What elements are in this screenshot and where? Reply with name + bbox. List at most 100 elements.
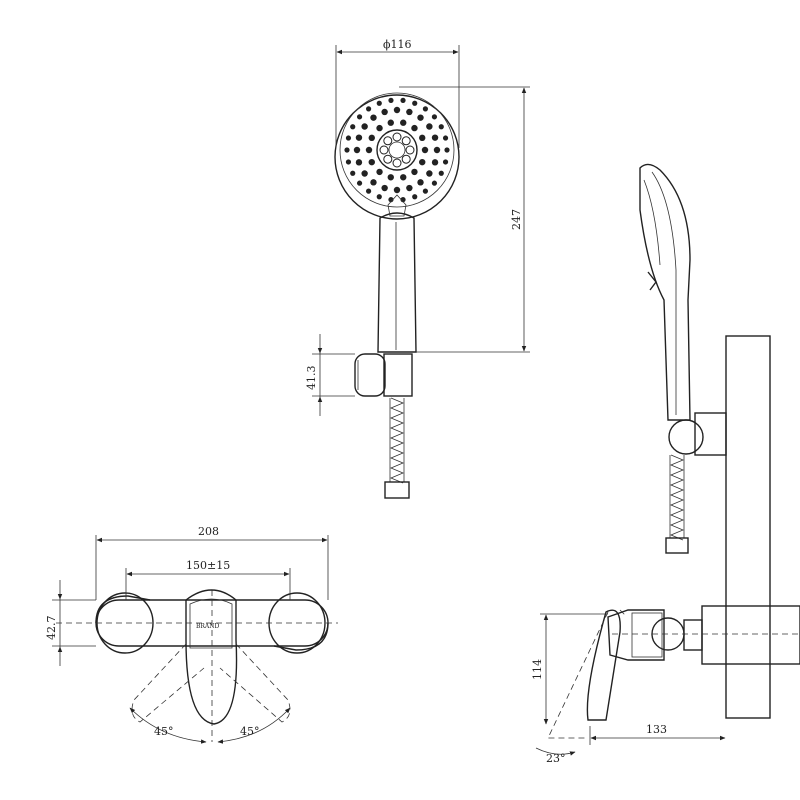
nozzle-dot [365,106,372,112]
nozzle-dot [393,106,401,114]
dim-holder-height: 41.3 [305,366,318,391]
nozzle-dot [356,114,363,120]
dim-angle-right: 45° [240,725,260,738]
side-view: 114 133 23° [531,163,800,765]
nozzle-dot [387,174,394,181]
nozzle-dot [400,97,406,103]
nozzle-pattern [344,97,450,203]
hand-shower-front-view: ϕ116 247 41.3 [305,38,530,499]
nozzle-dot [355,134,363,141]
hose-end-nut [384,481,410,499]
dim-handshower-length: 247 [510,209,523,230]
nozzle-dot [426,170,433,177]
nozzle-ring [401,154,411,164]
dim-angle-left: 45° [154,725,174,738]
nozzle-dot [388,197,394,203]
nozzle-dot [376,124,383,132]
nozzle-dot [421,146,429,154]
dim-wall-projection: 133 [646,723,667,736]
nozzle-dot [365,146,373,154]
lever-base [189,598,233,649]
nozzle-ring [383,154,393,164]
nozzle-dot [406,108,413,116]
shower-hose [389,397,405,484]
nozzle-dot [356,180,363,186]
shower-head-inner-ring [339,92,455,208]
mixer-front-view: BRAND 208 150±15 42.7 45° 45° [45,525,338,744]
mixer-logo: BRAND [196,623,220,630]
nozzle-dot [419,134,426,142]
mixer-side-lever [586,609,621,721]
left-eccentric [96,592,154,654]
shower-holder [354,353,386,397]
side-handle-line [651,171,677,415]
nozzle-dot [350,170,356,176]
nozzle-dot [376,194,382,200]
nozzle-dot [438,124,444,130]
dim-lever-height: 114 [531,659,544,680]
mixer-side-body [607,609,665,661]
nozzle-dot [411,124,418,132]
nozzle-dot [426,123,433,130]
mixer-side-nut [683,619,703,651]
side-holder-ball [668,419,704,455]
handle-outline [377,212,417,353]
dim-body-width: 208 [198,525,219,538]
nozzle-dot [431,114,438,120]
nozzle-dot [417,179,424,186]
dim-inlet-spacing: 150±15 [186,559,230,572]
nozzle-dot [431,159,439,166]
nozzle-dot [444,147,450,153]
nozzle-dot [368,134,375,142]
mixer-side-eccentric [701,605,800,665]
nozzle-dot [370,114,377,121]
nozzle-dot [406,184,413,192]
shower-head-center-dot [388,141,406,159]
mixer-right-cap [273,622,329,651]
dim-head-diameter: ϕ116 [383,38,412,51]
nozzle-dot [365,188,372,194]
nozzle-dot [442,135,449,141]
nozzle-dot [411,168,418,176]
nozzle-dot [368,158,375,166]
nozzle-dot [422,106,429,112]
nozzle-ring [405,145,415,155]
side-head-face [643,179,661,266]
dim-lever-tilt: 23° [546,752,566,765]
hose-nut [383,353,413,397]
nozzle-dot [361,123,368,130]
dim-angle-right-arc [217,707,291,744]
nozzle-dot [417,114,424,121]
nozzle-dot [388,97,394,103]
dim-tilt-arc [535,747,576,756]
dim-body-height: 42.7 [45,616,58,641]
nozzle-dot [400,119,407,126]
nozzle-dot [344,147,350,153]
nozzle-ring [379,145,389,155]
nozzle-dot [345,135,352,141]
side-button [647,271,657,291]
nozzle-dot [370,179,377,186]
nozzle-dot [400,174,407,181]
mixer-side-cartridge [631,612,663,658]
handle-neck [387,194,407,217]
shower-head-outline [334,94,460,220]
nozzle-dot [442,159,449,165]
handshower-side-outline [639,163,691,421]
nozzle-dot [400,197,406,203]
shower-head-center-ring [376,129,418,171]
nozzle-dot [376,100,382,106]
lever-swing-left [131,643,205,723]
nozzle-ring [392,132,402,142]
nozzle-ring [383,136,393,146]
nozzle-dot [387,119,394,126]
nozzle-dot [438,170,444,176]
nozzle-ring [392,158,402,168]
lever-swing-right [219,643,291,723]
nozzle-dot [431,134,439,141]
nozzle-dot [412,100,418,106]
lever-swing-outline [619,609,627,617]
nozzle-dot [376,168,383,176]
side-hose [669,454,685,541]
